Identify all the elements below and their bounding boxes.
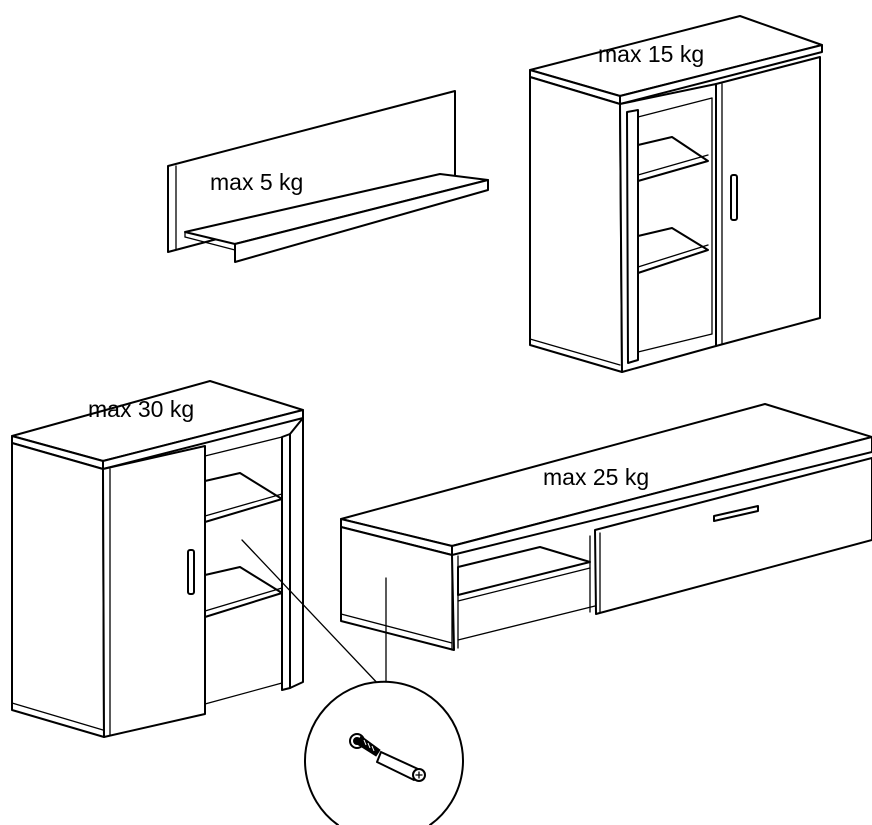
label-wall-shelf-load: max 5 kg [210, 169, 303, 195]
wall-plug [376, 751, 419, 781]
sideboard-door-handle [187, 549, 195, 595]
label-sideboard-load: max 30 kg [88, 396, 194, 422]
tv-unit-side [340, 526, 455, 651]
wall-shelf: max 5 kg [167, 90, 489, 263]
tv-unit-shelf [457, 546, 591, 596]
label-tv-unit-load: max 25 kg [543, 464, 649, 490]
wall-cabinet: max 15 kg [529, 15, 823, 373]
callout-leader-sideboard [241, 539, 383, 689]
tv-unit-drawer-handle [713, 505, 759, 522]
label-wall-cabinet-load: max 15 kg [598, 41, 704, 67]
shelf-board-front [234, 179, 489, 263]
tv-unit: max 25 kg [340, 403, 872, 651]
screw-and-wall-plug-icon [304, 680, 464, 825]
sideboard-side [11, 442, 105, 738]
tv-unit-drawer-front [594, 457, 872, 615]
cabinet-door-handle [730, 174, 738, 221]
cabinet-door [715, 56, 821, 347]
sideboard: max 30 kg [11, 380, 304, 738]
cabinet-side [529, 76, 623, 373]
